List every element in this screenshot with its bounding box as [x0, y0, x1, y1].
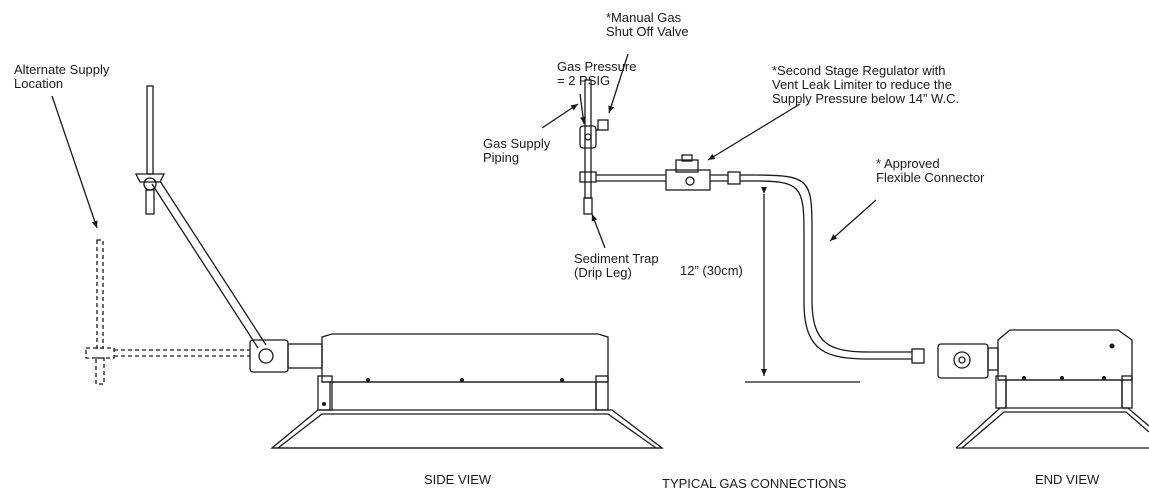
supply-manifold: [579, 79, 755, 215]
side-view-heater: [249, 333, 664, 449]
flexible-connector: [754, 174, 925, 364]
alternate-supply-label: Alternate Supply Location: [14, 62, 110, 91]
end-view-caption: END VIEW: [1035, 472, 1100, 487]
side-view-supply-pipe: [134, 85, 267, 349]
dimension-line: [745, 187, 860, 383]
leader-lines: [51, 53, 877, 249]
end-view-heater: [937, 329, 1149, 449]
second-stage-regulator-label: *Second Stage Regulator with Vent Leak L…: [772, 63, 960, 106]
alternate-supply-pipe: [85, 239, 250, 385]
approved-connector-label: * Approved Flexible Connector: [876, 156, 985, 185]
gas-supply-piping-label: Gas Supply Piping: [483, 136, 551, 165]
dimension-label: 12” (30cm): [680, 263, 743, 278]
side-view-caption: SIDE VIEW: [424, 472, 492, 487]
sediment-trap-label: Sediment Trap (Drip Leg): [574, 251, 659, 280]
gas-pressure-label: Gas Pressure = 2 PSIG: [557, 59, 637, 88]
diagram-title: TYPICAL GAS CONNECTIONS: [662, 476, 847, 491]
manual-valve-label: *Manual Gas Shut Off Valve: [606, 10, 689, 39]
